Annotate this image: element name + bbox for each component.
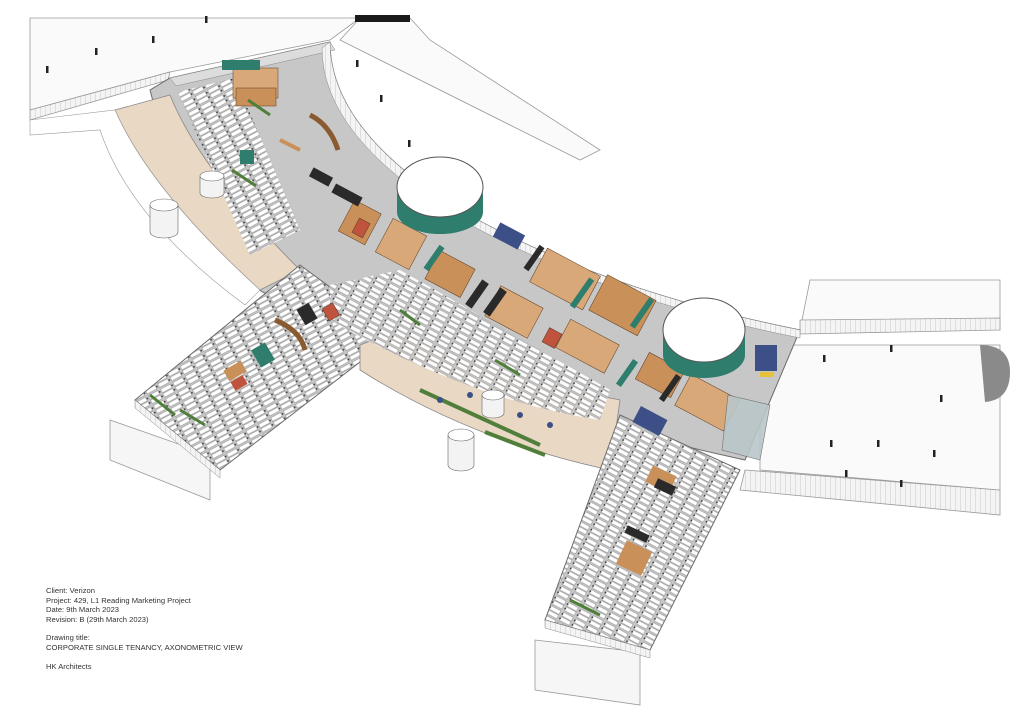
partitions [222, 60, 682, 403]
client-line: Client: Verizon [46, 586, 95, 595]
revision-line: Revision: B (29th March 2023) [46, 614, 149, 624]
breakout-furniture [231, 98, 777, 436]
cylinder-left [149, 170, 225, 239]
project-line: Project: 429, L1 Reading Marketing Proje… [46, 595, 191, 605]
drawing-title: CORPORATE SINGLE TENANCY, AXONOMETRIC VI… [46, 642, 243, 652]
glazed-lobby [721, 394, 771, 461]
core-drum-north [396, 156, 484, 234]
context-buildings [29, 15, 1010, 706]
title-block: Client: Verizon Project: 429, L1 Reading… [46, 586, 243, 671]
date-line: Date: 9th March 2023 [46, 605, 120, 615]
site-bollards [46, 16, 943, 487]
floor-south-wing [544, 414, 741, 659]
desk-banks [178, 78, 610, 420]
architect-name: HK Architects [46, 661, 92, 671]
cylinder-center [447, 389, 505, 472]
drawing-title-label: Drawing title: [46, 633, 90, 643]
core-drum-east [662, 297, 746, 378]
